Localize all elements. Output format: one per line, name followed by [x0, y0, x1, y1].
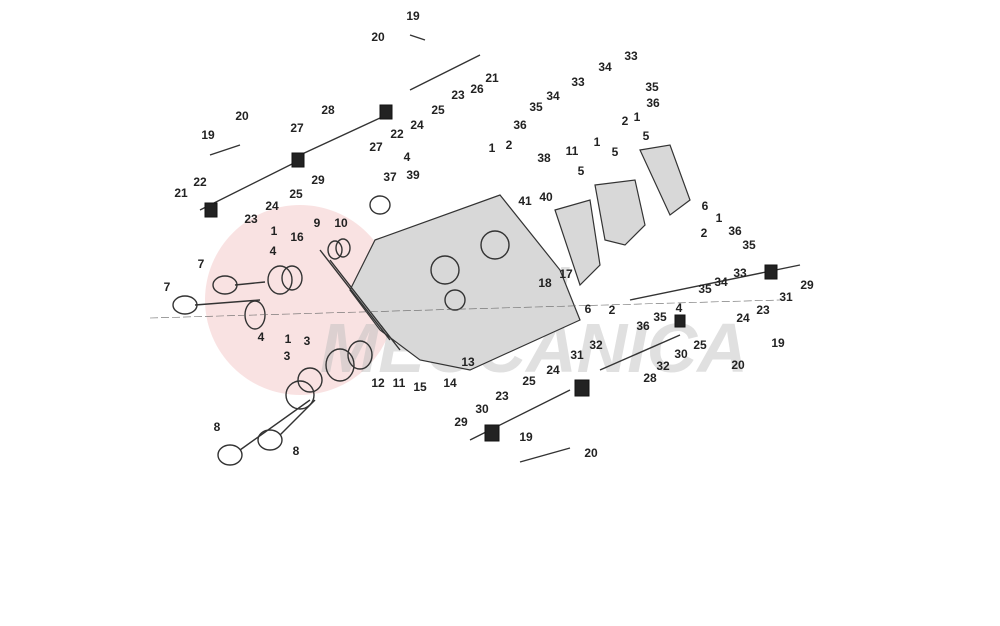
part-callout-22: 22 [193, 175, 207, 189]
part-callout-4: 4 [270, 244, 277, 258]
part-callout-6: 6 [585, 302, 592, 316]
part-callout-41: 41 [518, 194, 532, 208]
part-callout-25: 25 [431, 103, 445, 117]
part-callout-18: 18 [538, 276, 552, 290]
part-callout-17: 17 [559, 267, 573, 281]
part-callout-8: 8 [214, 420, 221, 434]
part-callout-20: 20 [584, 446, 598, 460]
part-callout-5: 5 [578, 164, 585, 178]
part-callout-36: 36 [513, 118, 527, 132]
part-callout-3: 3 [284, 349, 291, 363]
part-callout-36: 36 [636, 319, 650, 333]
part-callout-1: 1 [594, 135, 601, 149]
part-callout-7: 7 [164, 280, 171, 294]
cylinder-head [319, 144, 691, 371]
part-callout-32: 32 [656, 359, 670, 373]
part-callout-27: 27 [369, 140, 383, 154]
part-callout-33: 33 [733, 266, 747, 280]
part-callout-20: 20 [731, 358, 745, 372]
part-callout-32: 32 [589, 338, 603, 352]
part-callout-33: 33 [624, 49, 638, 63]
part-callout-24: 24 [736, 311, 750, 325]
part-callout-27: 27 [290, 121, 304, 135]
part-callout-14: 14 [443, 376, 457, 390]
part-callout-5: 5 [612, 145, 619, 159]
part-callout-4: 4 [258, 330, 265, 344]
part-callout-26: 26 [470, 82, 484, 96]
part-callout-19: 19 [406, 9, 420, 23]
part-callout-1: 1 [716, 211, 723, 225]
part-callout-23: 23 [244, 212, 258, 226]
part-callout-37: 37 [383, 170, 397, 184]
part-callout-31: 31 [570, 348, 584, 362]
part-callout-2: 2 [701, 226, 708, 240]
part-callout-29: 29 [311, 173, 325, 187]
part-callout-19: 19 [519, 430, 533, 444]
part-callout-8: 8 [293, 444, 300, 458]
part-callout-23: 23 [451, 88, 465, 102]
part-callout-11: 11 [393, 376, 406, 390]
part-callout-39: 39 [406, 168, 420, 182]
part-callout-9: 9 [314, 216, 321, 230]
part-callout-20: 20 [235, 109, 249, 123]
part-callout-12: 12 [371, 376, 385, 390]
part-callout-35: 35 [742, 238, 756, 252]
part-callout-23: 23 [756, 303, 770, 317]
part-callout-35: 35 [645, 80, 659, 94]
valves-springs [149, 195, 781, 466]
part-callout-33: 33 [571, 75, 585, 89]
part-callout-4: 4 [676, 301, 683, 315]
part-callout-22: 22 [390, 127, 404, 141]
part-callout-10: 10 [334, 216, 348, 230]
part-callout-25: 25 [522, 374, 536, 388]
part-callout-7: 7 [198, 257, 205, 271]
part-callout-29: 29 [454, 415, 468, 429]
part-callout-11: 11 [566, 144, 579, 158]
part-callout-28: 28 [321, 103, 335, 117]
part-callout-24: 24 [410, 118, 424, 132]
part-callout-31: 31 [779, 290, 793, 304]
part-callout-24: 24 [546, 363, 560, 377]
part-callout-35: 35 [698, 282, 712, 296]
part-callout-15: 15 [413, 380, 427, 394]
part-callout-24: 24 [265, 199, 279, 213]
part-callout-30: 30 [674, 347, 688, 361]
part-callout-16: 16 [290, 230, 304, 244]
part-callout-34: 34 [598, 60, 612, 74]
part-callout-36: 36 [728, 224, 742, 238]
part-callout-35: 35 [653, 310, 667, 324]
part-callout-19: 19 [201, 128, 215, 142]
part-callout-1: 1 [634, 110, 641, 124]
part-callout-25: 25 [693, 338, 707, 352]
part-callout-40: 40 [539, 190, 553, 204]
part-callout-2: 2 [609, 303, 616, 317]
part-callout-34: 34 [546, 89, 560, 103]
part-callout-23: 23 [495, 389, 509, 403]
part-callout-29: 29 [800, 278, 814, 292]
part-callout-1: 1 [271, 224, 278, 238]
part-callout-6: 6 [702, 199, 709, 213]
part-callout-38: 38 [537, 151, 551, 165]
part-callout-13: 13 [461, 355, 475, 369]
part-callout-25: 25 [289, 187, 303, 201]
camshafts-rockers [199, 34, 801, 463]
part-callout-21: 21 [485, 71, 499, 85]
part-callout-1: 1 [489, 141, 496, 155]
part-callout-4: 4 [404, 150, 411, 164]
part-callout-21: 21 [174, 186, 188, 200]
part-callout-35: 35 [529, 100, 543, 114]
part-callout-3: 3 [304, 334, 311, 348]
part-callout-1: 1 [285, 332, 292, 346]
part-callout-34: 34 [714, 275, 728, 289]
part-callout-19: 19 [771, 336, 785, 350]
part-callout-30: 30 [475, 402, 489, 416]
part-callout-20: 20 [371, 30, 385, 44]
part-callout-28: 28 [643, 371, 657, 385]
part-callout-36: 36 [646, 96, 660, 110]
part-callout-2: 2 [622, 114, 629, 128]
part-callout-2: 2 [506, 138, 513, 152]
part-callout-5: 5 [643, 129, 650, 143]
